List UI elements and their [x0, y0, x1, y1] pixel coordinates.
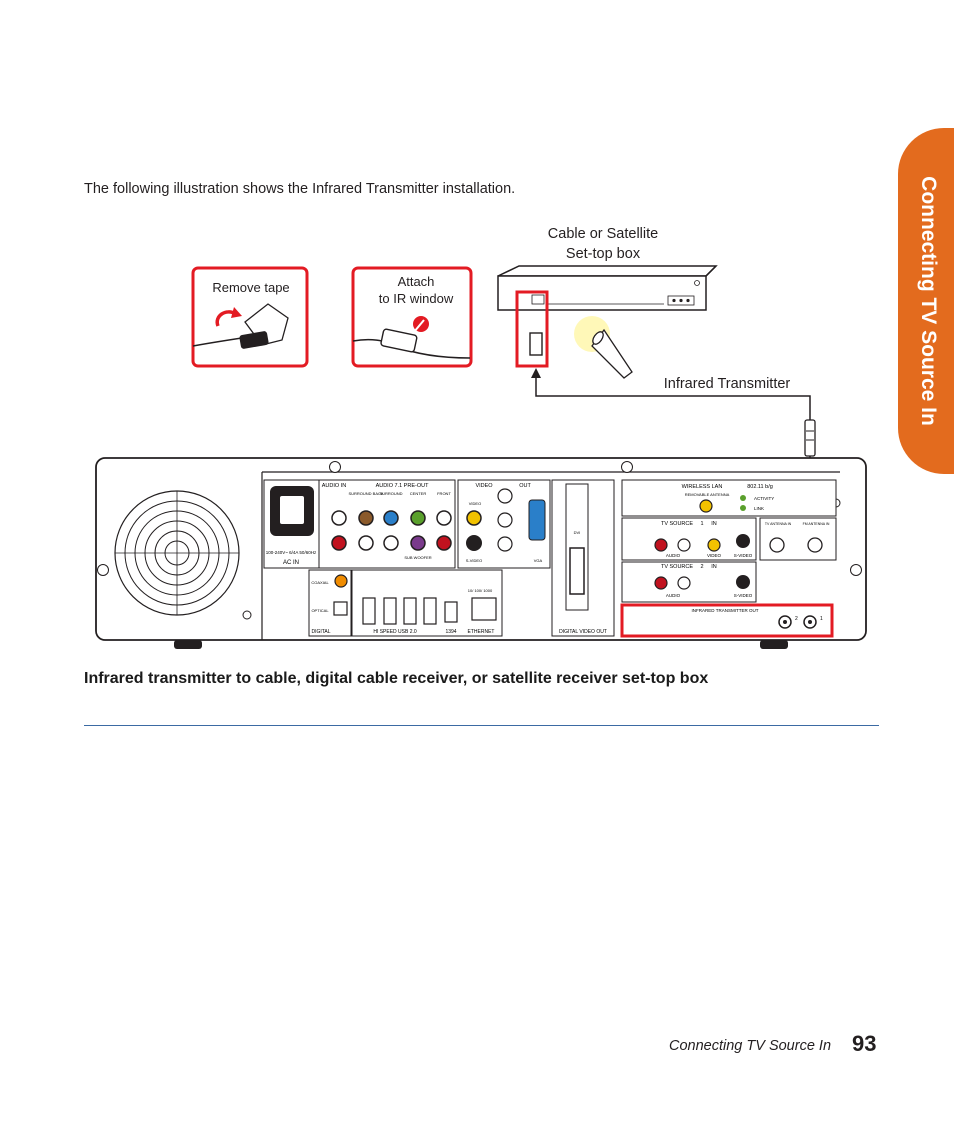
- svg-text:TV SOURCE: TV SOURCE: [661, 521, 693, 527]
- svg-text:VGA: VGA: [534, 558, 543, 563]
- svg-text:INFRARED TRANSMITTER OUT: INFRARED TRANSMITTER OUT: [692, 608, 759, 613]
- svg-text:WIRELESS LAN: WIRELESS LAN: [682, 484, 723, 490]
- svg-text:S-VIDEO: S-VIDEO: [734, 593, 753, 598]
- ir-installation-illustration: Remove tape Attach to IR window Cable or…: [95, 226, 867, 649]
- remove-tape-callout: Remove tape: [191, 266, 309, 368]
- section-divider: [84, 725, 879, 726]
- footer-section-title: Connecting TV Source In: [669, 1038, 832, 1054]
- settop-box: Cable or Satellite Set-top box: [497, 226, 718, 311]
- settop-label-line1: Cable or Satellite: [548, 226, 658, 242]
- svg-text:AUDIO: AUDIO: [666, 553, 681, 558]
- chapter-side-tab: Connecting TV Source In: [898, 128, 954, 474]
- svg-text:VIDEO: VIDEO: [469, 501, 481, 506]
- svg-text:FRONT: FRONT: [437, 491, 451, 496]
- svg-text:IN: IN: [711, 564, 717, 570]
- svg-text:COAXIAL: COAXIAL: [311, 580, 329, 585]
- ir-plug-icon: [804, 419, 816, 457]
- svg-text:DIGITAL: DIGITAL: [311, 629, 330, 635]
- svg-text:AUDIO IN: AUDIO IN: [322, 483, 346, 489]
- svg-text:1: 1: [820, 616, 823, 622]
- flashlight-icon: [574, 316, 633, 379]
- svg-text:1394: 1394: [445, 629, 456, 635]
- svg-text:IN: IN: [711, 521, 717, 527]
- svg-text:1: 1: [700, 521, 703, 527]
- svg-text:10/ 100/ 1000: 10/ 100/ 1000: [468, 588, 493, 593]
- figure-caption: Infrared transmitter to cable, digital c…: [84, 670, 709, 687]
- attach-label-line2: to IR window: [379, 291, 454, 306]
- svg-text:OUT: OUT: [519, 483, 531, 489]
- pc-back-panel: 100-240V~ 6/4A 50/60Hz AC IN AUDIO IN AU…: [95, 457, 867, 649]
- svg-text:100-240V~ 6/4A 50/60Hz: 100-240V~ 6/4A 50/60Hz: [266, 550, 317, 555]
- svg-text:ACTIVITY: ACTIVITY: [754, 496, 774, 501]
- intro-paragraph: The following illustration shows the Inf…: [84, 181, 516, 197]
- attach-label-line1: Attach: [398, 274, 435, 289]
- ir-transmitter-label: Infrared Transmitter: [664, 376, 791, 392]
- svg-text:VIDEO: VIDEO: [475, 483, 493, 489]
- svg-text:802.11 b/g: 802.11 b/g: [747, 484, 773, 490]
- svg-text:FM ANTENNA IN: FM ANTENNA IN: [803, 522, 830, 526]
- svg-text:DVI: DVI: [574, 530, 581, 535]
- settop-label-line2: Set-top box: [566, 246, 641, 262]
- svg-text:AUDIO 7.1 PRE-OUT: AUDIO 7.1 PRE-OUT: [376, 483, 430, 489]
- svg-text:ETHERNET: ETHERNET: [468, 629, 495, 635]
- svg-text:S-VIDEO: S-VIDEO: [734, 553, 753, 558]
- fan-grille: [114, 490, 240, 616]
- svg-text:2: 2: [700, 564, 703, 570]
- svg-text:VIDEO: VIDEO: [707, 553, 722, 558]
- ir-out-highlight: [620, 603, 834, 638]
- svg-text:TV ANTENNA IN: TV ANTENNA IN: [765, 522, 792, 526]
- svg-text:LINK: LINK: [754, 506, 764, 511]
- svg-text:HI SPEED USB 2.0: HI SPEED USB 2.0: [373, 629, 417, 635]
- svg-text:TV SOURCE: TV SOURCE: [661, 564, 693, 570]
- svg-text:S-VIDEO: S-VIDEO: [466, 558, 482, 563]
- svg-text:AC IN: AC IN: [283, 560, 299, 566]
- svg-text:OPTICAL: OPTICAL: [311, 608, 329, 613]
- svg-text:REMOVABLE ANTENNA: REMOVABLE ANTENNA: [685, 492, 730, 497]
- remove-tape-label: Remove tape: [212, 280, 289, 295]
- ir-window-highlight: [515, 290, 549, 368]
- svg-text:SURROUND BACK: SURROUND BACK: [348, 491, 383, 496]
- svg-text:DIGITAL VIDEO OUT: DIGITAL VIDEO OUT: [559, 629, 607, 635]
- svg-text:CENTER: CENTER: [410, 491, 427, 496]
- svg-text:2: 2: [795, 616, 798, 622]
- page-number: 93: [852, 1031, 877, 1056]
- svg-text:SURROUND: SURROUND: [379, 491, 402, 496]
- attach-callout: Attach to IR window: [351, 266, 473, 368]
- svg-text:SUB WOOFER: SUB WOOFER: [404, 555, 431, 560]
- svg-text:AUDIO: AUDIO: [666, 593, 681, 598]
